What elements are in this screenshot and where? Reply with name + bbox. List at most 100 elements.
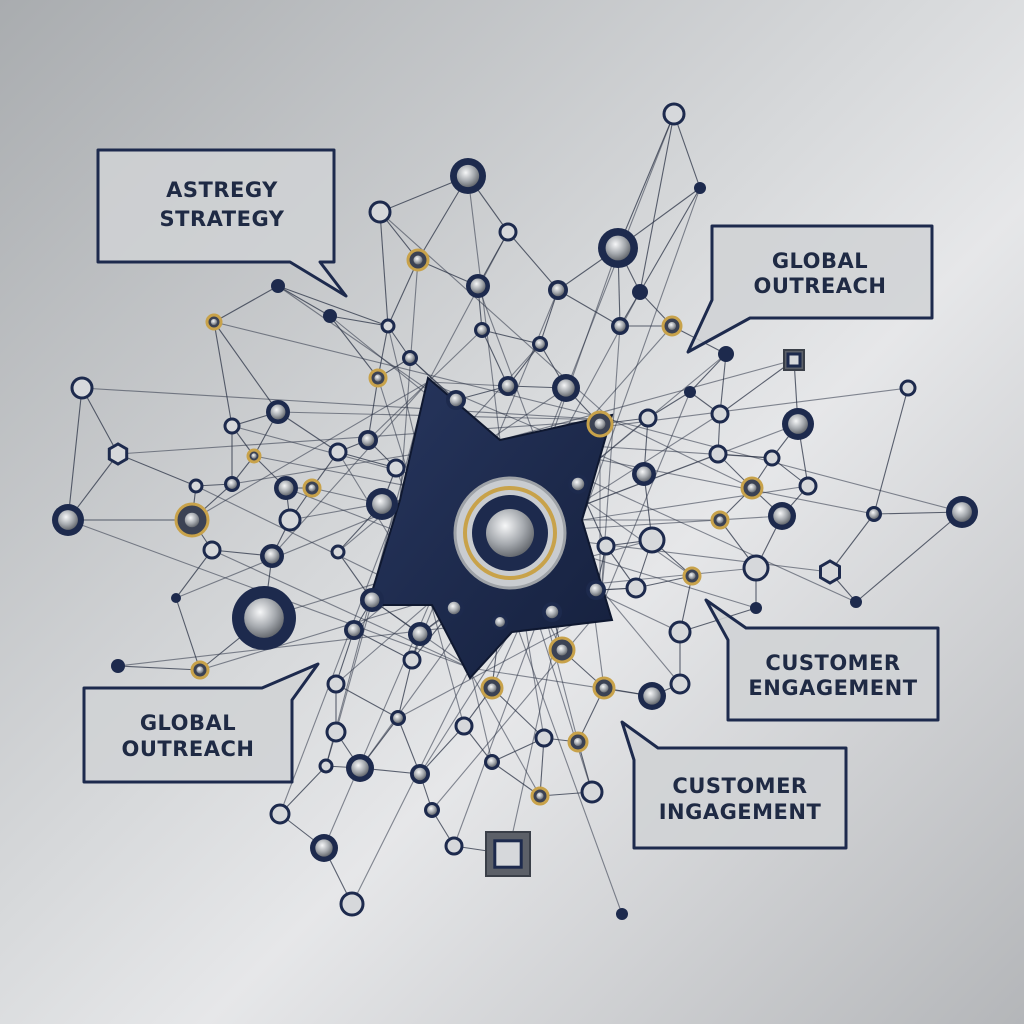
callout-bottom-left-line1: GLOBAL xyxy=(140,711,236,735)
network-node-icon xyxy=(899,379,917,397)
network-node-icon xyxy=(530,786,550,806)
network-node-icon xyxy=(266,400,290,424)
network-edge xyxy=(617,113,675,249)
network-edge xyxy=(397,717,421,775)
network-edge xyxy=(351,667,471,905)
callout-top-left: ASTREGY STRATEGY xyxy=(96,148,348,298)
network-node-icon xyxy=(568,474,588,494)
network-edge xyxy=(639,113,675,293)
square-node-icon xyxy=(485,831,531,877)
network-edge xyxy=(279,499,401,815)
network-node-icon xyxy=(596,536,616,556)
network-node-icon xyxy=(625,577,647,599)
callout-bottom-left: GLOBAL OUTREACH xyxy=(82,662,320,784)
network-node-icon xyxy=(269,803,291,825)
network-edge xyxy=(581,187,701,521)
network-edge xyxy=(199,599,431,671)
network-node-icon xyxy=(552,374,580,402)
network-node-icon xyxy=(682,566,702,586)
network-edge xyxy=(581,485,809,521)
network-edge xyxy=(277,411,339,453)
network-node-icon xyxy=(669,673,691,695)
callout-right-line1: CUSTOMER xyxy=(765,651,900,675)
network-edge xyxy=(467,175,501,441)
network-edge xyxy=(507,231,559,291)
network-edge xyxy=(427,231,509,383)
network-edge xyxy=(175,597,201,671)
network-node-icon xyxy=(171,593,181,603)
network-node-icon xyxy=(446,390,466,410)
network-edge xyxy=(337,451,397,469)
network-edge xyxy=(191,381,429,521)
network-edge xyxy=(429,599,465,727)
network-node-icon xyxy=(534,728,554,748)
network-node-icon xyxy=(318,758,334,774)
network-edge xyxy=(689,353,727,393)
network-node-icon xyxy=(224,476,240,492)
network-edge xyxy=(719,359,795,415)
network-node-icon xyxy=(946,496,978,528)
network-edge xyxy=(397,659,413,719)
network-node-icon xyxy=(532,336,548,352)
network-node-icon xyxy=(344,620,364,640)
network-edge xyxy=(353,629,413,661)
network-node-icon xyxy=(454,716,474,736)
network-edge xyxy=(469,667,653,697)
network-node-icon xyxy=(598,228,638,268)
network-node-icon xyxy=(368,368,388,388)
network-edge xyxy=(611,419,963,513)
network-node-icon xyxy=(402,350,418,366)
network-node-icon xyxy=(52,504,84,536)
network-edge xyxy=(211,549,471,669)
network-node-icon xyxy=(632,462,656,486)
network-node-icon xyxy=(638,526,666,554)
network-node-icon xyxy=(302,478,322,498)
network-node-icon xyxy=(326,674,346,694)
network-node-icon xyxy=(662,102,686,126)
network-edge xyxy=(81,387,613,421)
network-edge xyxy=(557,289,621,327)
network-node-icon xyxy=(632,284,648,300)
network-node-icon xyxy=(366,488,398,520)
network-node-icon xyxy=(710,404,730,424)
network-edge xyxy=(829,513,875,573)
callout-bottom-right: CUSTOMER INGAGEMENT xyxy=(620,720,848,850)
network-edge xyxy=(539,737,545,797)
network-node-icon xyxy=(586,410,614,438)
network-node-icon xyxy=(474,322,490,338)
network-node-icon xyxy=(274,476,298,500)
network-edge xyxy=(329,315,389,327)
callout-bottom-right-line1: CUSTOMER xyxy=(672,774,807,798)
network-edge xyxy=(213,321,613,421)
network-edge xyxy=(599,325,621,611)
network-edge xyxy=(499,359,795,441)
network-node-icon xyxy=(850,596,862,608)
network-node-icon xyxy=(750,602,762,614)
network-edge xyxy=(81,387,119,455)
network-node-icon xyxy=(339,891,365,917)
network-node-icon xyxy=(480,676,504,700)
network-edge xyxy=(117,665,201,671)
network-node-icon xyxy=(323,309,337,323)
network-node-icon xyxy=(484,754,500,770)
network-node-icon xyxy=(358,430,378,450)
network-edge xyxy=(397,609,601,719)
network-node-icon xyxy=(271,279,285,293)
network-node-icon xyxy=(328,442,348,462)
network-node-icon xyxy=(360,588,384,612)
network-node-icon xyxy=(406,248,430,272)
network-node-icon xyxy=(694,182,706,194)
network-edge xyxy=(491,737,545,763)
network-node-icon xyxy=(260,544,284,568)
network-node-icon xyxy=(616,908,628,920)
network-node-icon xyxy=(740,476,764,500)
network-node-icon xyxy=(768,502,796,530)
network-node-icon xyxy=(567,731,589,753)
network-node-icon xyxy=(330,544,346,560)
network-edge xyxy=(213,321,233,427)
network-edge xyxy=(427,381,509,387)
network-node-icon xyxy=(424,802,440,818)
callout-top-right-line2: OUTREACH xyxy=(754,274,887,298)
network-node-icon xyxy=(580,780,604,804)
